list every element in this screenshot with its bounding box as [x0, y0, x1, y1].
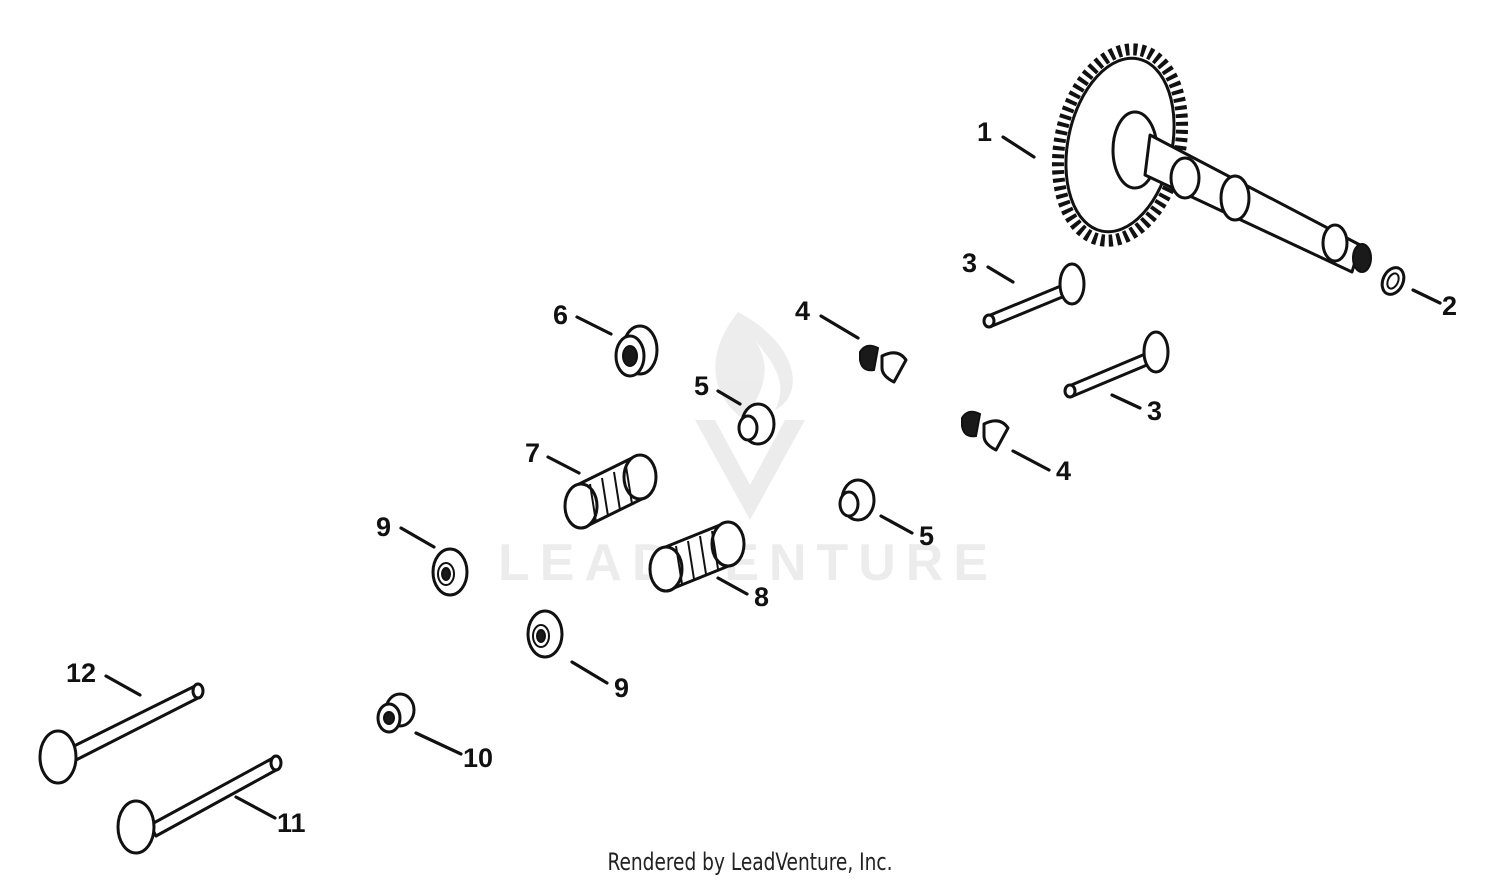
part-tappet-lower	[1063, 330, 1170, 399]
callout-9-lower: 9	[614, 673, 629, 703]
callout-7: 7	[525, 438, 540, 468]
callout-1: 1	[977, 117, 992, 147]
callout-5-upper: 5	[694, 371, 709, 401]
callout-6: 6	[553, 300, 568, 330]
part-valve-11	[116, 754, 283, 855]
callout-11: 11	[277, 808, 306, 838]
callout-9-upper: 9	[376, 512, 391, 542]
part-retainer-cap	[376, 692, 416, 734]
part-valve-spring-7	[563, 453, 658, 530]
part-keepers-lower	[961, 410, 1010, 452]
part-tappet-upper	[982, 262, 1086, 329]
part-retainer-lower	[838, 478, 876, 522]
callout-8: 8	[754, 582, 769, 612]
part-keepers-upper	[859, 344, 908, 384]
callout-10: 10	[463, 743, 493, 773]
part-valve-seal	[614, 324, 659, 378]
part-camshaft-gear	[1051, 43, 1372, 274]
flame-logo-icon	[695, 312, 805, 520]
callout-4-upper: 4	[795, 296, 810, 326]
part-spring-washer-lower	[526, 609, 564, 659]
part-valve-12	[38, 682, 205, 785]
leader-lines	[104, 135, 1442, 820]
callout-labels: 1 2 3 3 4 4 5 5 6 7 8 9 9 10 11 12	[66, 117, 1457, 838]
callout-3-lower: 3	[1147, 396, 1162, 426]
part-spring-washer-upper	[431, 547, 469, 597]
callout-4-lower: 4	[1056, 456, 1071, 486]
part-retainer-upper	[737, 402, 776, 446]
part-valve-spring-8	[648, 520, 746, 593]
part-washer	[1380, 266, 1406, 296]
callout-12: 12	[66, 658, 96, 688]
callout-3-upper: 3	[962, 248, 977, 278]
callout-5-lower: 5	[919, 521, 934, 551]
footer-credit: Rendered by LeadVenture, Inc.	[607, 848, 893, 876]
callout-2: 2	[1442, 291, 1457, 321]
